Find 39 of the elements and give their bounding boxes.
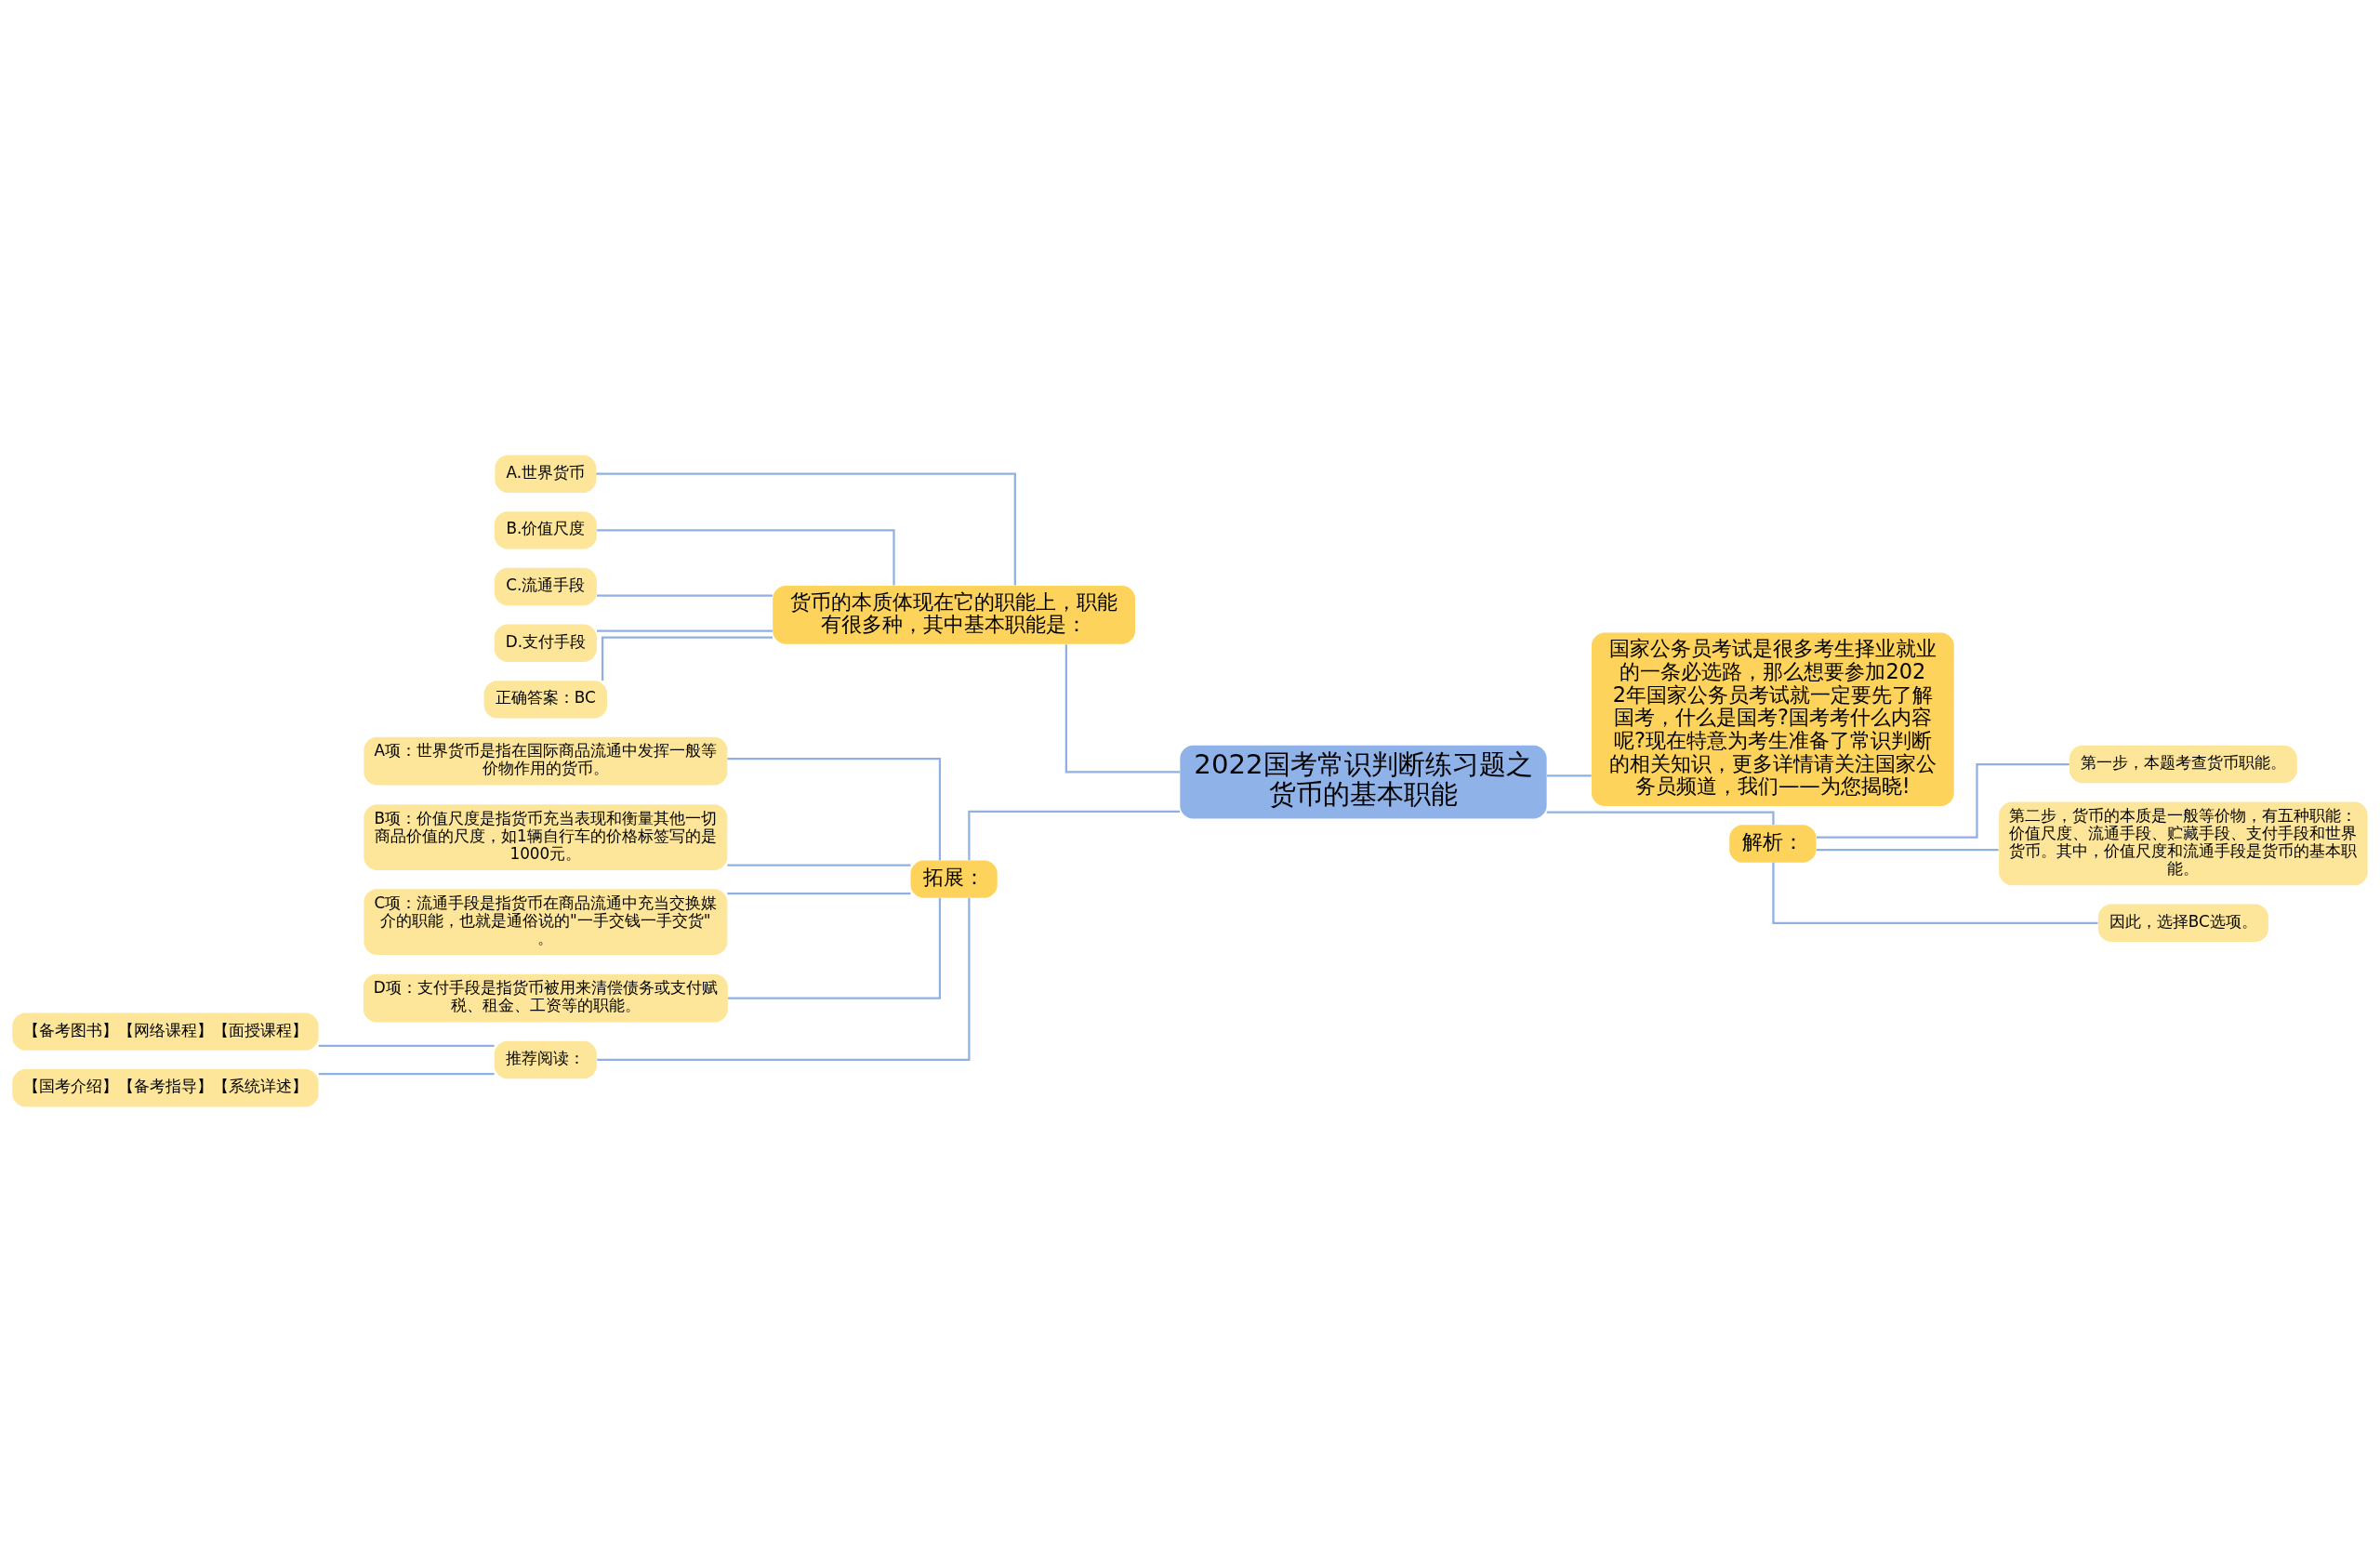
connector bbox=[1064, 643, 1181, 773]
node-box: D.支付手段 bbox=[494, 624, 597, 662]
connector bbox=[1816, 848, 1999, 851]
node-box: C项：流通手段是指货币在商品流通中充当交换媒介的职能，也就是通俗说的"一手交钱一手交货"。 bbox=[364, 888, 728, 955]
connector bbox=[318, 1072, 495, 1075]
connector bbox=[1772, 862, 2098, 924]
connector bbox=[968, 810, 1181, 860]
node-box: D项：支付手段是指货币被用来清偿债务或支付赋税、租金、工资等的职能。 bbox=[363, 973, 728, 1022]
connector bbox=[596, 472, 1016, 586]
connector bbox=[597, 528, 895, 586]
connector bbox=[727, 757, 942, 860]
connector bbox=[597, 593, 773, 597]
node-box: 第一步，本题考查货币职能。 bbox=[2069, 745, 2297, 783]
node-box: 国家公务员考试是很多考生择业就业的一条必选路，那么想要参加2022年国家公务员考试就一定要先了解国考，什么是国考?国考考什么内容呢?现在特意为考生准备了常识判断的相关知识，更多详情请关注国家公务员频道，我们——为您揭晓! bbox=[1591, 631, 1954, 806]
node-box: 因此，选择BC选项。 bbox=[2097, 904, 2268, 942]
node-box: A.世界货币 bbox=[495, 455, 597, 493]
node-box: B.价值尺度 bbox=[494, 510, 597, 549]
node-box: 2022国考常识判断练习题之货币的基本职能 bbox=[1180, 745, 1547, 818]
node-box: B项：价值尺度是指货币充当表现和衡量其他一切商品价值的尺度，如1辆自行车的价格标签写的是1000元。 bbox=[364, 803, 728, 870]
connector bbox=[597, 628, 773, 632]
connector bbox=[1546, 811, 1775, 825]
connector bbox=[318, 1044, 495, 1047]
node-box: 推荐阅读： bbox=[494, 1040, 597, 1078]
connector bbox=[1817, 762, 2069, 839]
connector bbox=[727, 892, 911, 894]
node-box: C.流通手段 bbox=[494, 567, 597, 605]
node-box: 正确答案：BC bbox=[483, 680, 608, 719]
connector bbox=[1546, 774, 1592, 776]
connector bbox=[727, 864, 911, 866]
node-box: 【国考介绍】【备考指导】【系统详述】 bbox=[12, 1068, 319, 1106]
node-box: 货币的本质体现在它的职能上，职能有很多种，其中基本职能是： bbox=[773, 585, 1135, 644]
node-box: A项：世界货币是指在国际商品流通中发挥一般等价物作用的货币。 bbox=[364, 736, 728, 785]
connector bbox=[728, 897, 942, 999]
node-box: 第二步，货币的本质是一般等价物，有五种职能：价值尺度、流通手段、贮藏手段、支付手段和世界货币。其中，价值尺度和流通手段是货币的基本职能。 bbox=[1999, 800, 2368, 885]
connector bbox=[597, 897, 971, 1061]
node-box: 解析： bbox=[1729, 824, 1817, 863]
connector bbox=[601, 636, 773, 681]
node-box: 【备考图书】【网络课程】【面授课程】 bbox=[12, 1012, 319, 1051]
node-box: 拓展： bbox=[910, 859, 998, 898]
